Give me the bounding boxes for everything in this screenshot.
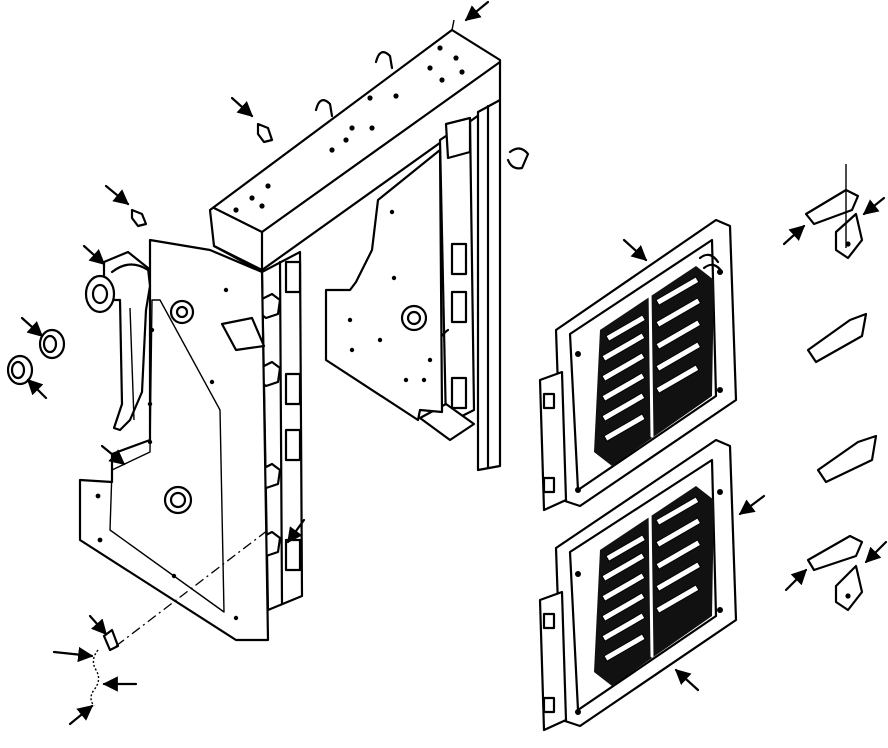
outer-side-plate (78, 238, 270, 642)
callout-arrows (20, 0, 888, 726)
left-post (256, 250, 304, 612)
callout-arrow (286, 518, 306, 544)
lanyard-pin (90, 529, 269, 707)
right-post (418, 98, 502, 472)
callout-arrow (464, 0, 490, 22)
callout-arrow (88, 614, 108, 636)
callout-arrow (864, 540, 888, 564)
callout-arrow (82, 244, 106, 266)
callout-arrow (782, 224, 806, 246)
callout-arrow (622, 238, 648, 262)
grille-lower (538, 438, 738, 732)
latches (804, 164, 878, 612)
grille-upper (538, 218, 738, 512)
frame-assembly (78, 19, 530, 642)
hinge-door (84, 250, 152, 432)
callout-arrow (104, 184, 130, 206)
inner-side-plate (324, 148, 444, 422)
callout-arrow (784, 568, 808, 592)
washers (6, 328, 66, 386)
callout-arrow (52, 646, 94, 663)
callout-arrow (68, 704, 94, 726)
top-beam (208, 19, 530, 274)
callout-arrow (230, 96, 254, 118)
callout-arrow (738, 494, 766, 516)
callout-arrow (20, 316, 44, 338)
bolts (130, 122, 274, 228)
callout-arrow (100, 444, 126, 466)
callout-arrow (862, 196, 886, 216)
callout-arrow (674, 668, 700, 692)
callout-arrow (26, 378, 48, 400)
